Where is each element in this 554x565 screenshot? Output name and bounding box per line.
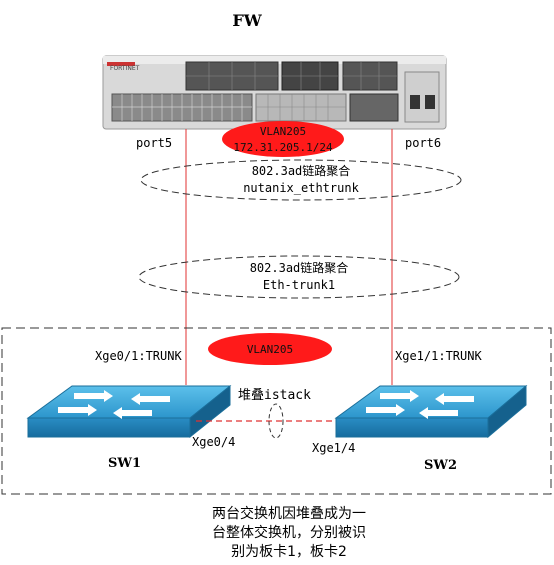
- sw2-uplink-label: Xge1/1:TRUNK: [395, 349, 482, 363]
- trunk-mid-ellipse: [138, 255, 460, 299]
- trunk-top-ellipse: [140, 159, 462, 201]
- trunk-mid-line1: 802.3ad链路聚合: [250, 260, 349, 275]
- vlan-bottom-name: VLAN205: [247, 343, 293, 356]
- port6-label: port6: [405, 136, 441, 150]
- vlan-top-ip: 172.31.205.1/24: [233, 141, 333, 154]
- trunk-mid-line2: Eth-trunk1: [263, 278, 335, 292]
- stack-boundary: [1, 327, 552, 495]
- vlan-top-name: VLAN205: [260, 125, 306, 138]
- trunk-top-line1: 802.3ad链路聚合: [252, 163, 351, 178]
- note-line-1: 两台交换机因堆叠成为一: [212, 505, 366, 522]
- sw1-uplink-label: Xge0/1:TRUNK: [95, 349, 182, 363]
- sw1-switch: [26, 384, 232, 439]
- sw1-stack-port-label: Xge0/4: [192, 435, 235, 449]
- stack-label: 堆叠istack: [238, 388, 311, 403]
- note-line-2: 台整体交换机，分别被识: [212, 524, 366, 541]
- vlan-top-ellipse: [222, 121, 344, 157]
- link-lines: [185, 129, 393, 385]
- firewall-brand: FORTINET: [110, 65, 140, 72]
- port5-label: port5: [136, 136, 172, 150]
- stack-link-marker: [268, 403, 284, 439]
- sw2-name: SW2: [424, 458, 457, 473]
- sw2-switch: [334, 384, 528, 439]
- firewall-device: FORTINET: [102, 55, 447, 130]
- sw2-stack-port-label: Xge1/4: [312, 441, 355, 455]
- diagram-title: FW: [232, 11, 262, 30]
- trunk-top-line2: nutanix_ethtrunk: [243, 181, 359, 195]
- vlan-bottom-ellipse: [208, 333, 332, 365]
- note-line-3: 别为板卡1，板卡2: [231, 544, 347, 560]
- sw1-name: SW1: [108, 456, 141, 471]
